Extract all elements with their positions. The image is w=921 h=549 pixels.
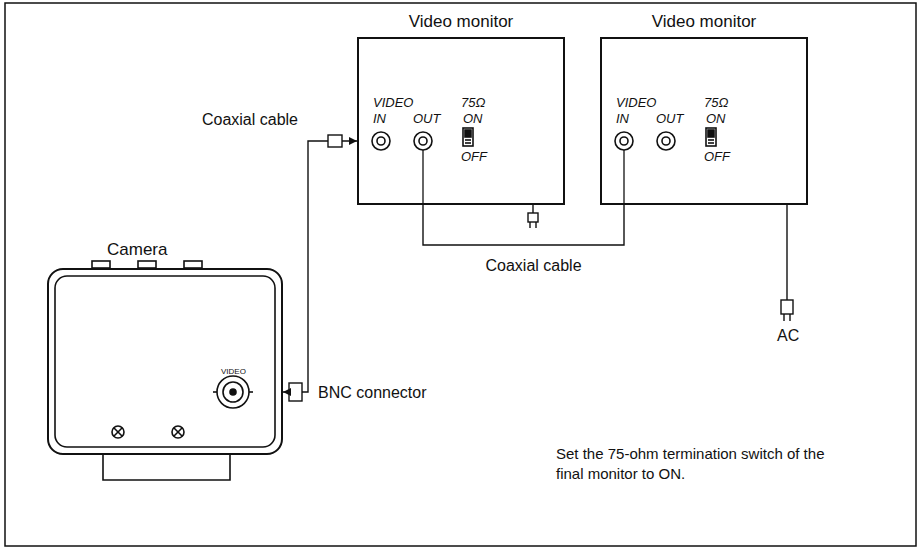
connector-label: VIDEO: [221, 367, 246, 376]
ac-cord: [781, 205, 793, 321]
arrowhead: [349, 137, 357, 145]
switch-label: OFF: [704, 150, 730, 165]
switch-label: ON: [463, 112, 483, 127]
arrowhead: [283, 388, 291, 396]
coaxial-cable: [423, 205, 624, 245]
note: Set the 75-ohm termination switch of the…: [556, 444, 856, 485]
cable-label: Coaxial cable: [200, 110, 300, 129]
cable-line: [283, 141, 357, 392]
jack-label: IN: [616, 112, 629, 127]
jack-label: IN: [373, 112, 386, 127]
cable-plug: [328, 135, 342, 147]
cable-label: Coaxial cable: [483, 256, 583, 275]
switch-label: 75Ω: [704, 96, 728, 111]
switch-label: ON: [706, 112, 726, 127]
jack-label: VIDEO: [373, 96, 413, 111]
camera: CameraVIDEO: [47, 268, 283, 455]
cable-line: [423, 205, 624, 245]
part-label: BNC connector: [318, 383, 427, 402]
video-monitor: Video monitorVIDEOINOUT75ΩONOFF: [357, 37, 565, 205]
camera-heading: Camera: [107, 240, 167, 260]
power-plug: [528, 205, 538, 228]
frame: [5, 3, 916, 546]
cable-inside: [423, 150, 624, 205]
jack-label: OUT: [656, 112, 683, 127]
switch-label: OFF: [461, 150, 487, 165]
monitor-heading: Video monitor: [339, 12, 583, 32]
monitor-heading: Video monitor: [582, 12, 826, 32]
monitor-controls: [372, 128, 716, 150]
power-label: AC: [777, 326, 799, 345]
camera-body: [55, 261, 275, 480]
video-monitor: Video monitorVIDEOINOUT75ΩONOFF: [600, 37, 808, 205]
coaxial-cable: [283, 135, 357, 401]
jack-label: VIDEO: [616, 96, 656, 111]
jack-label: OUT: [413, 112, 440, 127]
switch-label: 75Ω: [461, 96, 485, 111]
